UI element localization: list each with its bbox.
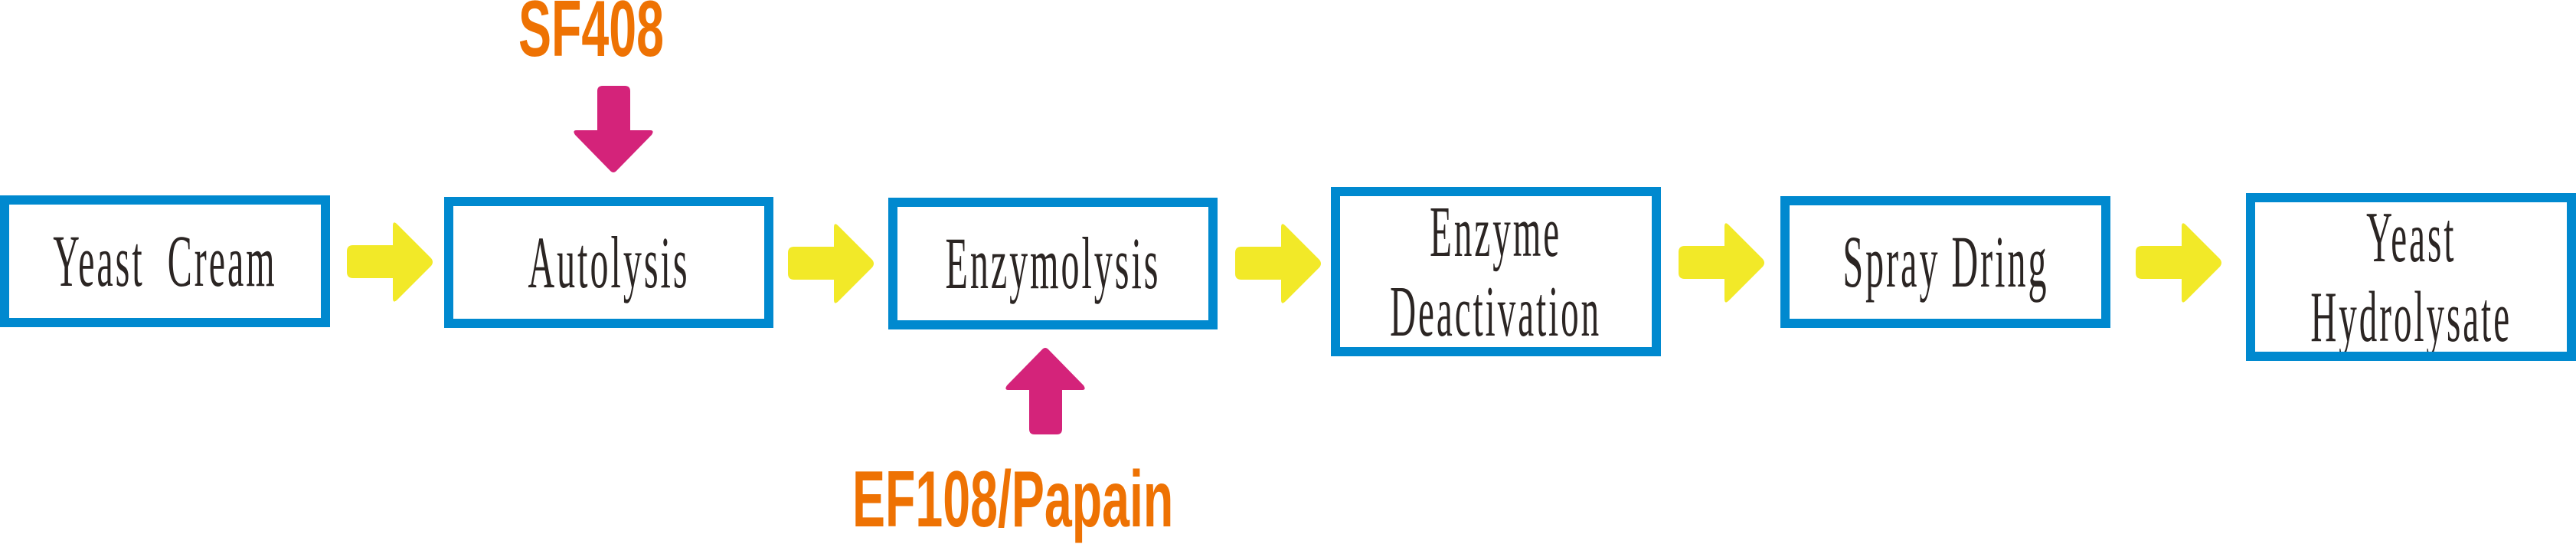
step-label: Yeast Cream <box>53 220 277 302</box>
arrow-down-icon <box>572 84 655 175</box>
step-label: Enzyme Deactivation <box>1390 192 1602 352</box>
arrow-right-icon <box>2136 222 2223 303</box>
arrow-right-icon <box>788 223 875 304</box>
step-enzymolysis: Enzymolysis <box>888 198 1218 329</box>
arrow-right-icon <box>1235 223 1322 304</box>
step-label: Enzymolysis <box>945 222 1161 304</box>
step-yeast-cream: Yeast Cream <box>0 195 330 327</box>
step-autolysis: Autolysis <box>444 197 773 328</box>
step-label: Yeast Hydrolysate <box>2310 197 2512 357</box>
step-yeast-hydrolysate: Yeast Hydrolysate <box>2246 193 2576 361</box>
step-spray-dring: Spray Dring <box>1780 196 2110 328</box>
step-enzyme-deactivation: Enzyme Deactivation <box>1331 187 1661 356</box>
arrow-right-icon <box>347 221 434 303</box>
arrow-right-icon <box>1679 222 1766 303</box>
step-label: Autolysis <box>528 221 690 303</box>
input-label-sf408: SF408 <box>518 0 664 74</box>
input-label-ef108-papain: EF108/Papain <box>852 455 1174 544</box>
step-label: Spray Dring <box>1842 221 2048 303</box>
arrow-up-icon <box>1004 346 1087 436</box>
